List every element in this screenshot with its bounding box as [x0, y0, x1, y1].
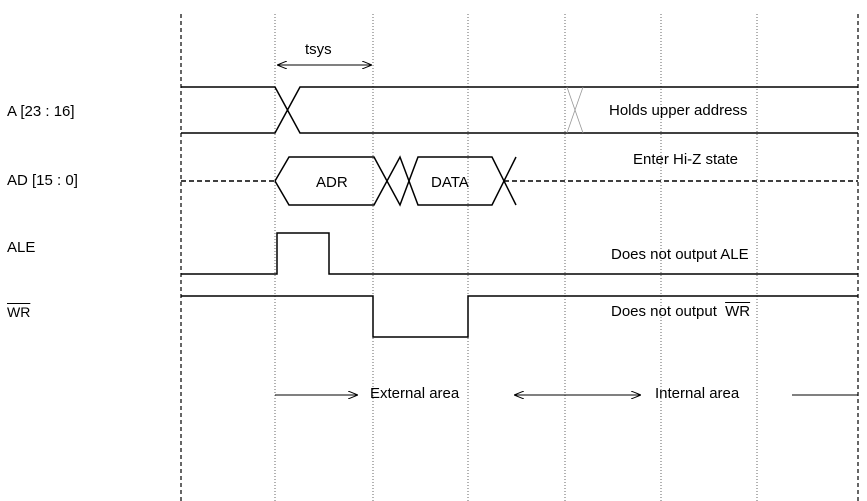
- signal-label-ad: AD [15 : 0]: [7, 172, 78, 189]
- label-external-area: External area: [370, 385, 460, 402]
- note-no-ale: Does not output ALE: [611, 246, 749, 263]
- note-no-wr: Does not output WR: [611, 303, 750, 320]
- label-internal-area: Internal area: [655, 385, 740, 402]
- note-no-wr-signal: WR: [725, 303, 751, 320]
- waveform-ale: [181, 232, 858, 275]
- bus-label-data: DATA: [431, 174, 469, 191]
- note-hi-z-state: Enter Hi-Z state: [633, 151, 739, 168]
- note-no-wr-prefix: Does not output: [611, 303, 717, 320]
- grid-lines: [180, 14, 859, 501]
- tsys-label: tsys: [305, 41, 332, 58]
- waveform-ad: [181, 155, 858, 207]
- signal-label-wr: WR: [7, 304, 31, 320]
- signal-label-ale: ALE: [7, 239, 36, 256]
- note-holds-upper-address: Holds upper address: [609, 102, 748, 119]
- signal-label-a: A [23 : 16]: [7, 103, 75, 120]
- waveform-wr: [181, 295, 858, 338]
- waveform-a: [181, 86, 858, 134]
- bus-label-adr: ADR: [316, 174, 348, 191]
